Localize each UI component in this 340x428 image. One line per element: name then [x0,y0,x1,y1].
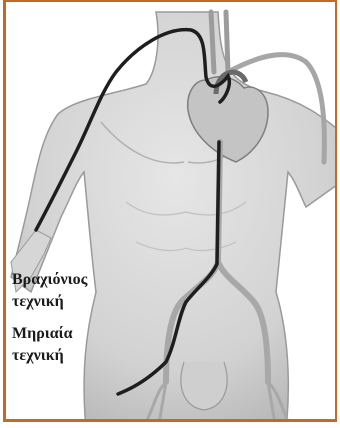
femoral-technique-label-line1: Μηριαία [12,324,73,344]
brachial-technique-label-line1: Βραχιόνιος [12,270,87,290]
brachial-technique-label-line2: τεχνική [12,292,64,312]
femoral-technique-label-line2: τεχνική [12,346,64,366]
